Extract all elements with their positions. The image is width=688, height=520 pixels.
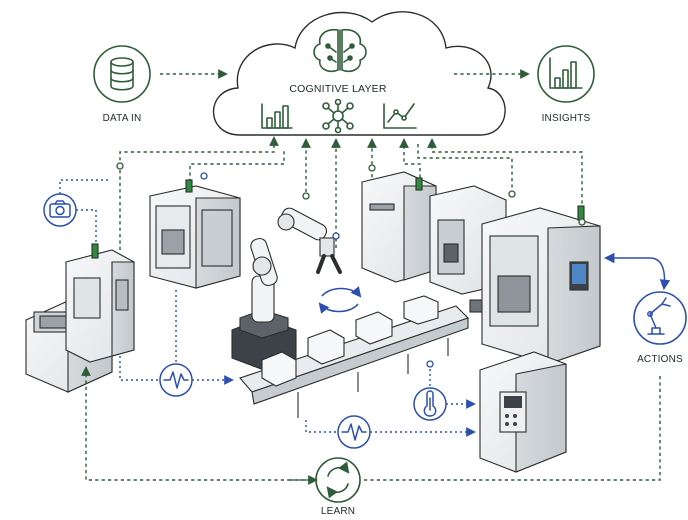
actions-arrow — [603, 252, 671, 291]
camera-icon — [49, 200, 71, 218]
actions-node: ACTIONS — [633, 291, 687, 365]
insights-label: INSIGHTS — [542, 113, 591, 124]
rotate-arrow — [321, 286, 362, 298]
cognitive-layer-label: COGNITIVE LAYER — [289, 83, 387, 95]
line-chart-icon — [383, 103, 417, 129]
data-in-label: DATA IN — [103, 113, 142, 124]
bar-chart-icon — [549, 57, 583, 89]
conveyor-boxes — [261, 295, 439, 387]
thermometer-icon — [423, 390, 437, 417]
insights-node: INSIGHTS — [537, 45, 595, 124]
signal-sensor-left — [159, 363, 193, 397]
waveform-icon — [163, 371, 189, 389]
robot-arm — [231, 207, 362, 371]
learn-from-actions — [362, 376, 661, 481]
signal-center-link-in — [305, 420, 338, 433]
signal-sensor-center — [337, 415, 371, 449]
waveform-icon-2 — [341, 423, 367, 441]
camera-link-top — [59, 179, 110, 194]
temperature-sensor — [413, 387, 447, 421]
signal-link-in — [119, 356, 160, 381]
packaging-machine — [25, 243, 135, 393]
robot-arm-icon — [647, 297, 671, 335]
camera-sensor — [43, 193, 77, 227]
learn-node: LEARN — [315, 457, 361, 517]
data-in-node: DATA IN — [93, 45, 151, 124]
conveyor-belt — [239, 295, 470, 418]
actions-label: ACTIONS — [637, 354, 683, 365]
bar-chart-small-icon — [261, 103, 293, 129]
refresh-cycle-icon — [326, 461, 350, 499]
control-cabinet — [479, 351, 567, 473]
camera-link — [76, 209, 97, 244]
database-icon — [110, 57, 134, 91]
brain-icon — [313, 28, 367, 73]
cognitive-layer-cloud: COGNITIVE LAYER — [212, 11, 506, 136]
assembly-cabinet — [149, 172, 241, 289]
network-node-icon — [322, 98, 354, 134]
learn-label: LEARN — [321, 506, 355, 517]
cnc-machine — [481, 205, 601, 365]
